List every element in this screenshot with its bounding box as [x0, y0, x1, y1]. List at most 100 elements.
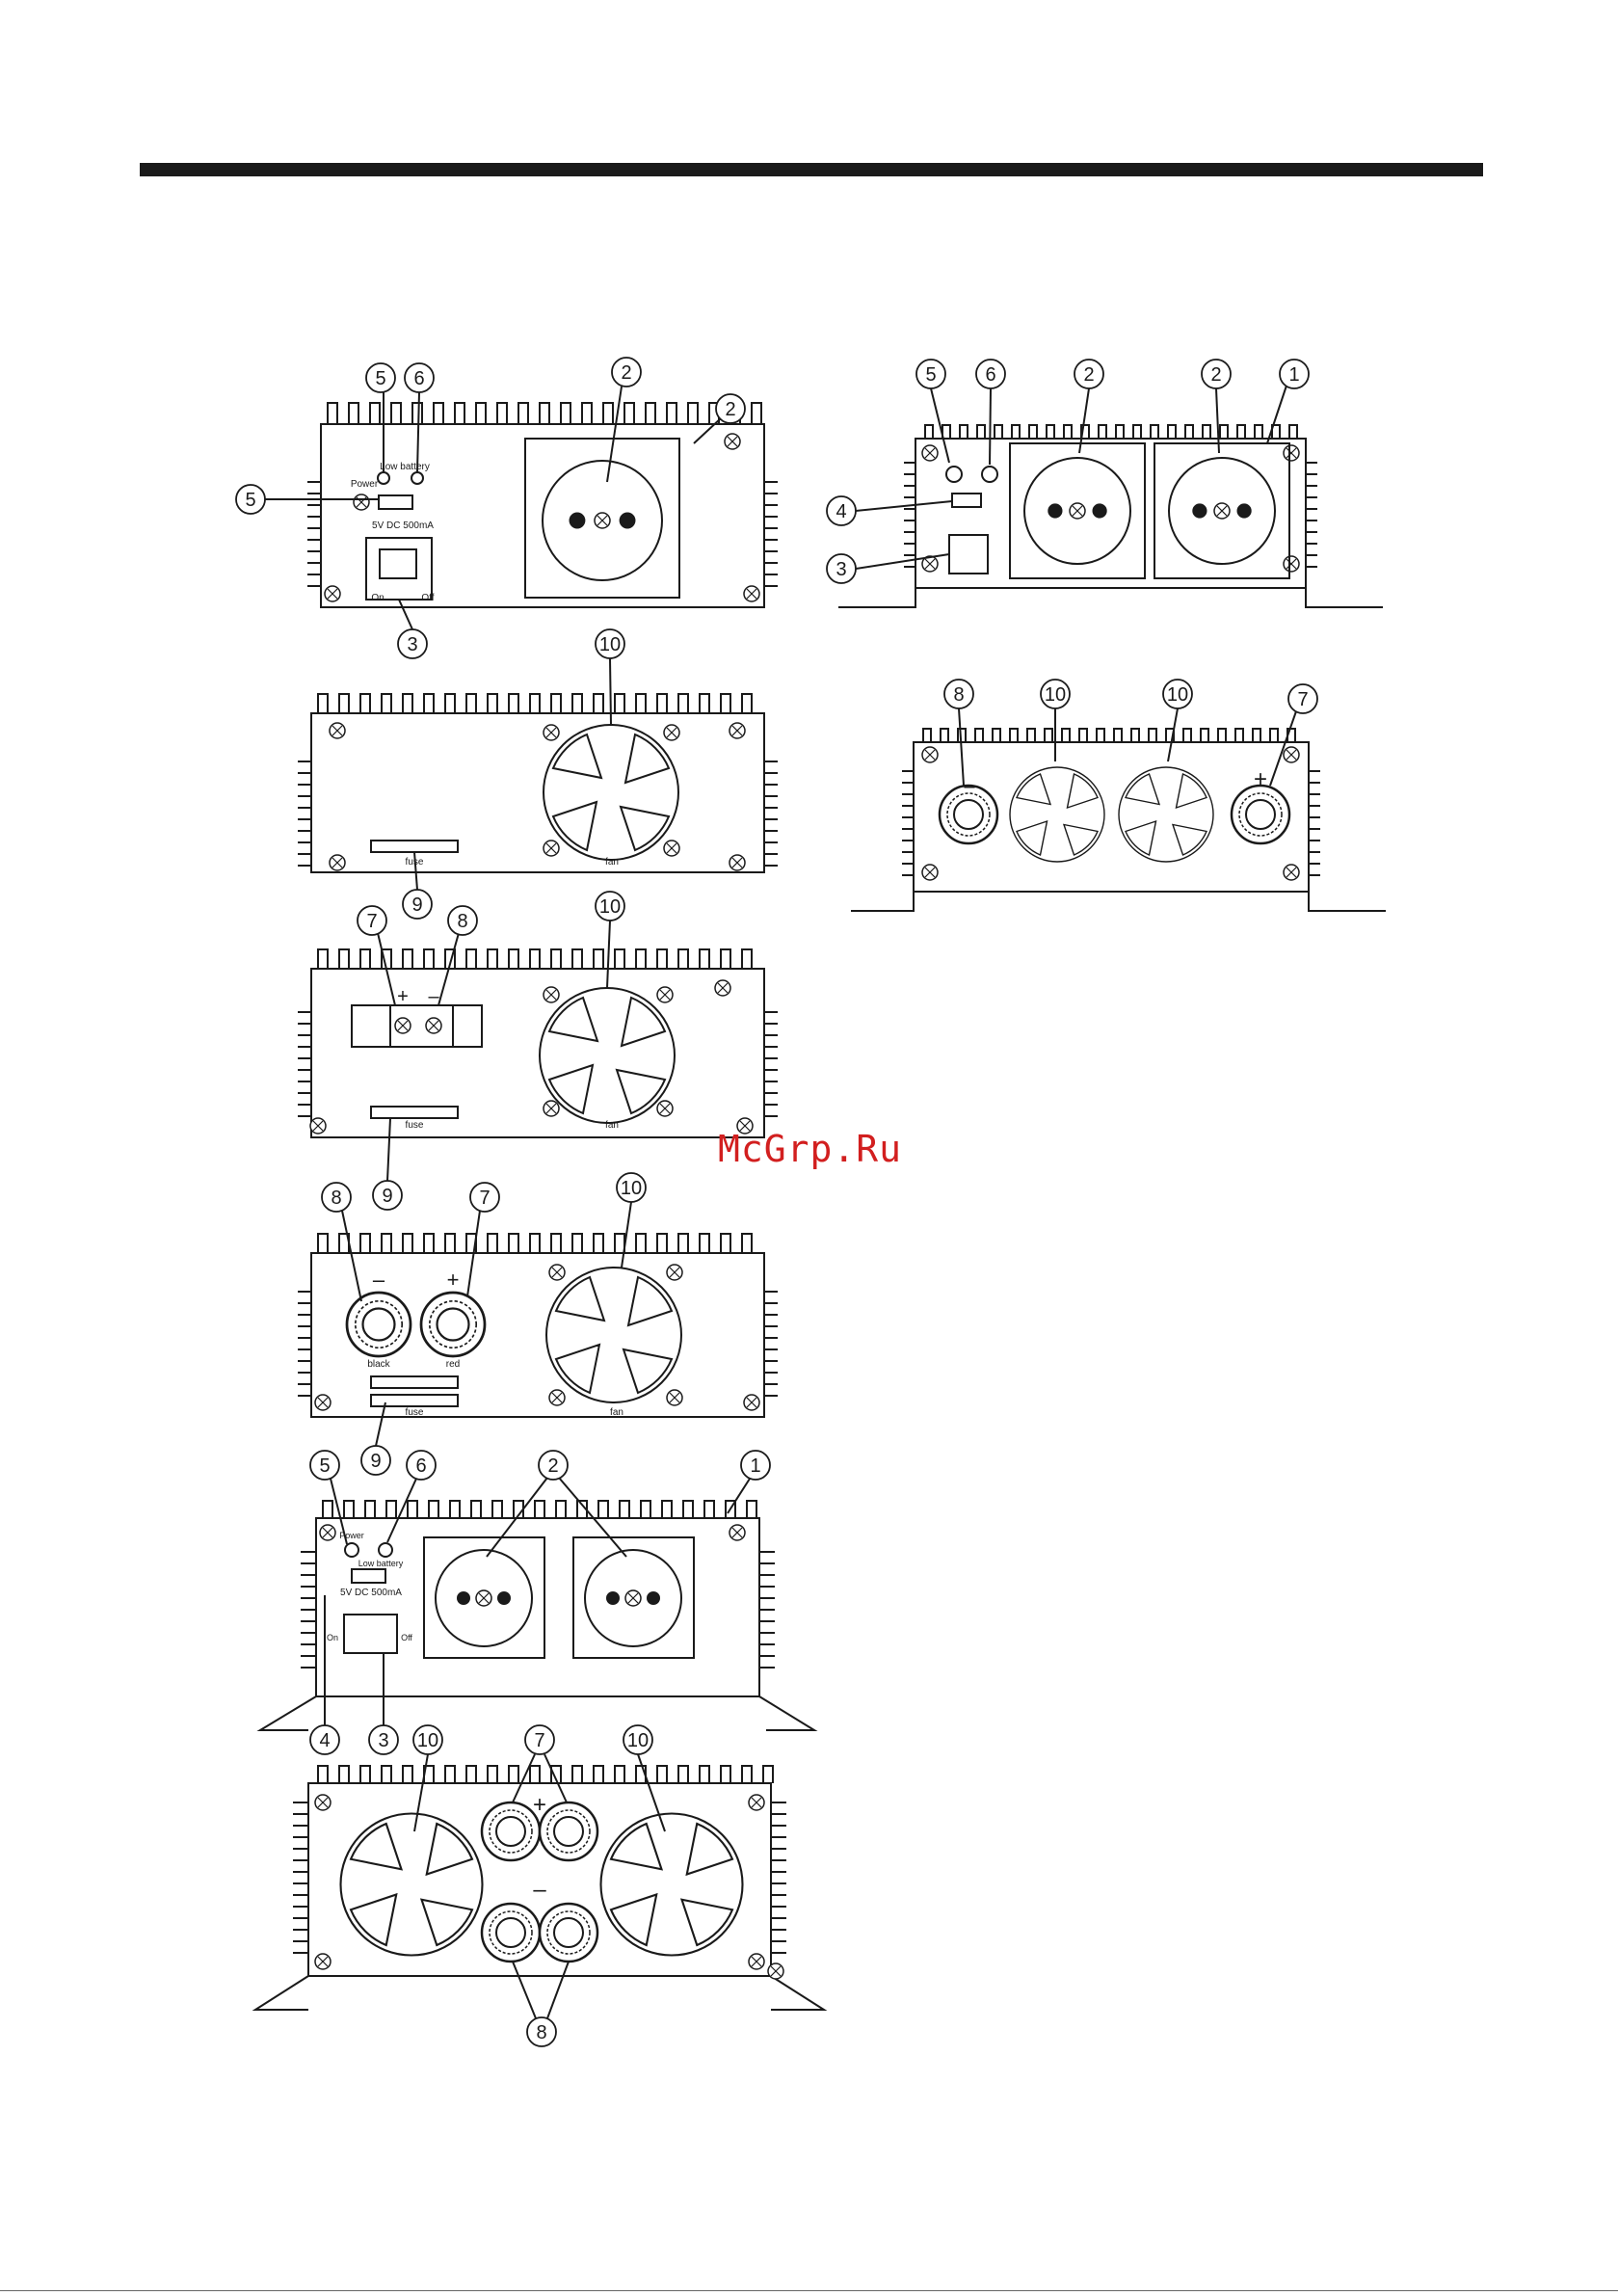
- callout-number: 9: [382, 1186, 392, 1207]
- panel-label: fan: [605, 857, 619, 868]
- screw-icon: [922, 865, 938, 880]
- callout-number: 2: [1210, 364, 1221, 386]
- usb-port: [352, 1569, 385, 1583]
- callout-number: 7: [534, 1730, 544, 1751]
- panel-label: 5V DC 500mA: [340, 1588, 402, 1598]
- callout-number: 10: [1167, 684, 1188, 706]
- callout-number: 6: [413, 368, 424, 389]
- side-fins: [298, 761, 311, 866]
- callout-number: 9: [370, 1451, 381, 1472]
- callout-number: 3: [407, 634, 417, 655]
- callout-number: 3: [378, 1730, 388, 1751]
- socket-pin: [607, 1592, 619, 1604]
- screw-icon: [1284, 865, 1299, 880]
- leader-line: [387, 1479, 416, 1542]
- fan-icon: [341, 1814, 483, 1956]
- panel-label: Low battery: [380, 462, 430, 472]
- led-power: [345, 1543, 358, 1557]
- screw-icon: [549, 1265, 565, 1280]
- screw-icon: [395, 1018, 411, 1033]
- leader-line: [610, 658, 611, 725]
- callout-number: 7: [1297, 689, 1308, 710]
- leader-line: [513, 1754, 535, 1802]
- terminal-icon: [347, 1293, 411, 1356]
- terminal-icon: [1232, 786, 1289, 843]
- side-fins: [293, 1802, 308, 1953]
- panel-label: –: [533, 1877, 546, 1903]
- callout-number: 10: [599, 634, 621, 655]
- heatsink-fins: [923, 729, 1295, 742]
- socket-pin: [648, 1592, 659, 1604]
- fan-icon: [1119, 767, 1213, 862]
- callout-number: 5: [375, 368, 385, 389]
- screw-icon: [544, 1101, 559, 1116]
- callout-number: 1: [750, 1455, 760, 1477]
- usb-port: [379, 495, 412, 509]
- side-fins: [904, 463, 915, 567]
- side-fins: [764, 482, 778, 586]
- callout-number: 7: [366, 911, 377, 932]
- callout-number: 9: [411, 894, 422, 916]
- screw-icon: [749, 1795, 764, 1810]
- panel-label: +: [1254, 766, 1267, 792]
- screw-icon: [544, 841, 559, 856]
- panel-label: fan: [605, 1120, 619, 1131]
- power-switch: [344, 1615, 397, 1653]
- leader-line: [399, 600, 412, 629]
- panel-label: Low battery: [358, 1559, 404, 1568]
- callout-number: 2: [1083, 364, 1094, 386]
- callout-number: 2: [547, 1455, 558, 1477]
- mounting-feet: [838, 588, 1383, 607]
- screw-icon: [744, 1395, 759, 1410]
- screw-icon: [320, 1525, 335, 1540]
- screw-icon: [922, 445, 938, 461]
- side-fins: [1306, 463, 1317, 567]
- screw-icon: [315, 1795, 331, 1810]
- screw-icon: [664, 841, 679, 856]
- terminal-icon: [421, 1293, 485, 1356]
- callout-number: 10: [627, 1730, 649, 1751]
- callout-number: 6: [985, 364, 995, 386]
- callout-number: 10: [621, 1178, 642, 1199]
- socket-pin: [1048, 504, 1061, 517]
- callout-number: 3: [836, 559, 846, 580]
- leader-line: [414, 1754, 428, 1831]
- screw-icon: [426, 1018, 441, 1033]
- fan-icon: [540, 988, 675, 1123]
- leader-line: [1168, 708, 1178, 761]
- usb-port: [952, 494, 981, 507]
- screw-icon: [749, 1954, 764, 1969]
- panel-label: +: [533, 1792, 546, 1818]
- screw-icon: [664, 725, 679, 740]
- power-switch: [949, 535, 988, 574]
- switch-rocker: [380, 549, 416, 578]
- fan-icon: [544, 725, 678, 860]
- panel-label: red: [446, 1359, 460, 1370]
- callout-number: 2: [725, 399, 735, 420]
- panel-label: fuse: [406, 1407, 424, 1418]
- screw-icon: [315, 1954, 331, 1969]
- screw-icon: [354, 494, 369, 510]
- side-fins: [764, 1012, 778, 1116]
- screw-icon: [330, 855, 345, 870]
- side-fins: [902, 771, 914, 875]
- leader-line: [342, 1211, 361, 1301]
- terminal-strip: [352, 1005, 482, 1047]
- panel-label: –: [428, 986, 439, 1007]
- panel-label: –: [964, 776, 975, 797]
- socket-pin: [1193, 504, 1206, 517]
- heatsink-fins: [318, 1766, 773, 1783]
- screw-icon: [549, 1390, 565, 1405]
- callout-number: 4: [319, 1730, 330, 1751]
- screw-icon: [768, 1963, 783, 1979]
- heatsink-fins: [925, 425, 1297, 439]
- side-fins: [771, 1802, 786, 1953]
- callout-number: 5: [319, 1455, 330, 1477]
- screw-icon: [729, 855, 745, 870]
- panel-label: +: [447, 1268, 460, 1292]
- panel-label: 5V DC 500mA: [372, 521, 434, 531]
- screw-icon: [1284, 747, 1299, 762]
- led-low-battery: [411, 472, 423, 484]
- fan-icon: [1010, 767, 1104, 862]
- panel-label: fuse: [406, 857, 424, 868]
